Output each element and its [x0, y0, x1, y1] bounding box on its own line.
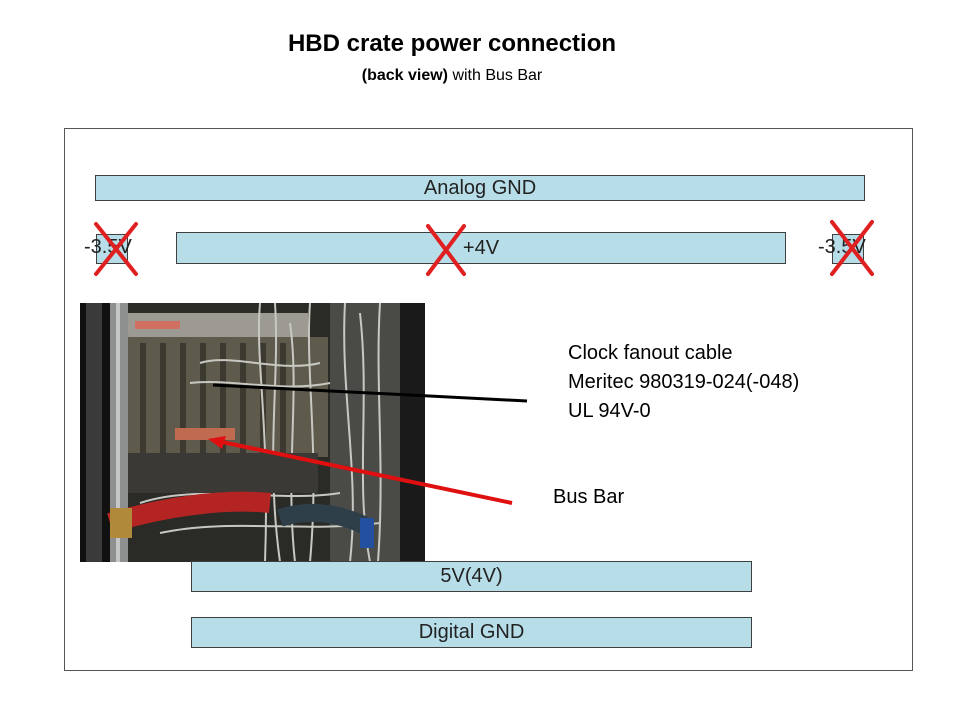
bus-bar-callout: Bus Bar	[553, 486, 625, 508]
subtitle-bold: (back view)	[361, 67, 448, 84]
5v-bar: 5V(4V)	[191, 561, 752, 592]
5v-label: 5V(4V)	[440, 565, 503, 587]
cross-left-icon	[94, 222, 138, 276]
cross-center-icon	[426, 224, 466, 276]
clock-cable-leader	[212, 383, 528, 403]
subtitle-rest: with Bus Bar	[448, 67, 543, 84]
crate-frame	[64, 128, 913, 671]
plus4v-bar: +4V	[176, 232, 786, 264]
clock-cable-line1: Clock fanout cable	[568, 342, 733, 364]
clock-cable-line3: UL 94V-0	[568, 400, 651, 422]
clock-cable-callout: Clock fanout cable Meritec 980319-024(-0…	[568, 339, 799, 426]
crate-photo	[80, 303, 425, 562]
bus-bar-arrow	[221, 440, 513, 505]
clock-cable-line2: Meritec 980319-024(-048)	[568, 371, 800, 393]
diagram-subtitle: (back view) with Bus Bar	[0, 67, 904, 85]
plus4v-label: +4V	[462, 236, 500, 259]
digital-gnd-bar: Digital GND	[191, 617, 752, 648]
bus-bar-arrowhead	[208, 436, 226, 449]
analog-gnd-bar: Analog GND	[95, 175, 865, 201]
cross-right-icon	[830, 220, 874, 276]
diagram-title: HBD crate power connection	[287, 30, 617, 57]
digital-gnd-label: Digital GND	[418, 621, 525, 643]
analog-gnd-label: Analog GND	[423, 176, 537, 199]
